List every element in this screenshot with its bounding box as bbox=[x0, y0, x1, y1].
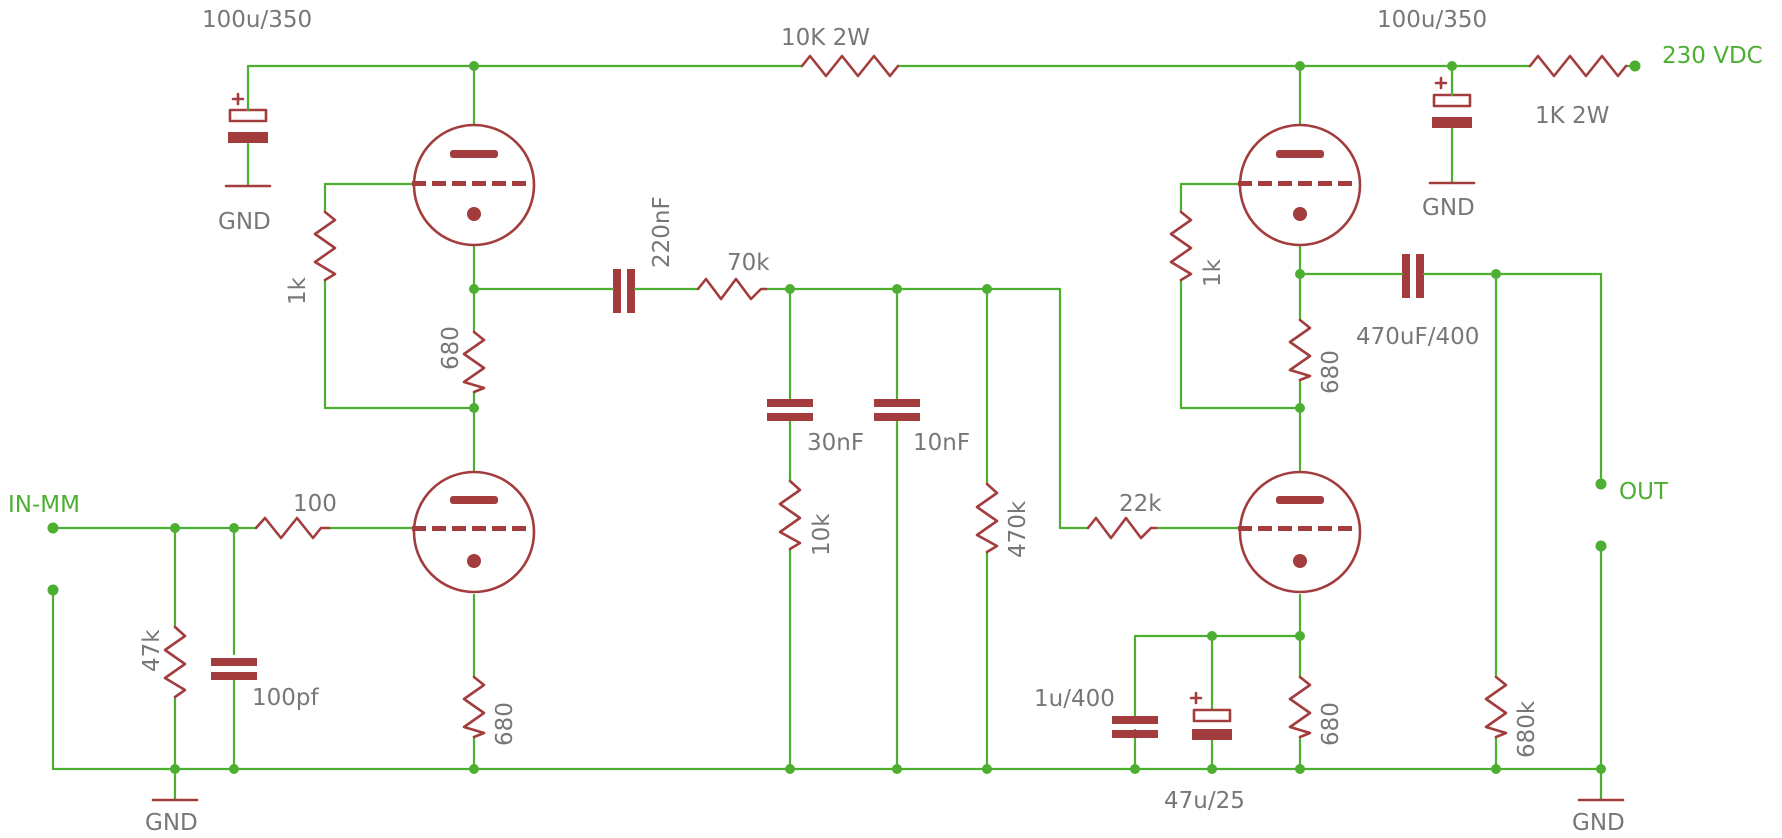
junction-dot bbox=[469, 284, 479, 294]
junction-dot bbox=[1295, 61, 1305, 71]
net-label-output: OUT bbox=[1619, 479, 1669, 505]
terminal-in-return bbox=[47, 584, 59, 596]
capacitor-100pf bbox=[211, 658, 257, 680]
terminal-in-hot bbox=[47, 522, 59, 534]
terminal-out bbox=[1595, 478, 1607, 490]
junctions bbox=[47, 60, 1641, 774]
junction-dot bbox=[892, 764, 902, 774]
junction-dot bbox=[982, 284, 992, 294]
label-c-input: 100pf bbox=[252, 685, 319, 711]
capacitor-electrolytic-supply-left bbox=[228, 92, 268, 143]
label-c-cathode-film: 1u/400 bbox=[1034, 686, 1115, 712]
junction-dot bbox=[1130, 764, 1140, 774]
label-r-grid-v4: 1k bbox=[1200, 258, 1226, 287]
label-r-riaa-shunt: 10k bbox=[809, 513, 835, 556]
label-r-riaa: 70k bbox=[727, 250, 770, 276]
capacitor-470uf bbox=[1388, 254, 1434, 298]
resistor-680k bbox=[1484, 675, 1508, 739]
junction-dot bbox=[1207, 631, 1217, 641]
resistor-10k-2w bbox=[800, 54, 900, 78]
terminal-out-return bbox=[1595, 540, 1607, 552]
label-c-supply-right: 100u/350 bbox=[1377, 7, 1487, 33]
label-c-cathode-elec: 47u/25 bbox=[1164, 788, 1245, 814]
label-r-cathode-v4: 680 bbox=[1318, 350, 1344, 394]
resistor-100 bbox=[254, 516, 331, 540]
junction-dot bbox=[1207, 764, 1217, 774]
label-r-grid-leak: 470k bbox=[1005, 500, 1031, 558]
junction-dot bbox=[229, 764, 239, 774]
ground-label: GND bbox=[1422, 195, 1475, 221]
label-c-output: 470uF/400 bbox=[1356, 324, 1479, 350]
junction-dot bbox=[982, 764, 992, 774]
label-r-grid-v2: 1k bbox=[285, 276, 311, 305]
ground-label: GND bbox=[1572, 810, 1625, 836]
junction-dot bbox=[1295, 403, 1305, 413]
resistor-1k-2w bbox=[1528, 54, 1628, 78]
tube-v1 bbox=[412, 470, 536, 594]
resistor-680-v2-cathode bbox=[462, 330, 486, 394]
resistor-1k-v2-grid bbox=[313, 210, 337, 282]
junction-dot bbox=[1596, 764, 1606, 774]
tube-v3 bbox=[1238, 470, 1362, 594]
label-c-supply-left: 100u/350 bbox=[202, 7, 312, 33]
resistor-680-v3-cathode bbox=[1288, 675, 1312, 739]
label-c-riaa-2: 10nF bbox=[913, 430, 970, 456]
net-label-input: IN-MM bbox=[8, 492, 80, 518]
label-r-cathode-v2: 680 bbox=[438, 326, 464, 370]
junction-dot bbox=[1295, 269, 1305, 279]
ground-label: GND bbox=[218, 209, 271, 235]
label-r-input-load: 47k bbox=[139, 629, 165, 672]
net-label-supply: 230 VDC bbox=[1662, 43, 1763, 69]
tube-v2 bbox=[412, 123, 536, 247]
label-c-riaa-1: 30nF bbox=[807, 430, 864, 456]
junction-dot bbox=[469, 403, 479, 413]
resistor-47k bbox=[163, 625, 187, 699]
label-r-grid-stopper-2: 22k bbox=[1119, 491, 1162, 517]
junction-dot bbox=[469, 764, 479, 774]
junction-dot bbox=[785, 284, 795, 294]
capacitor-electrolytic-47u bbox=[1189, 691, 1232, 740]
resistor-22k bbox=[1086, 516, 1158, 540]
resistor-1k-v4-grid bbox=[1169, 210, 1193, 282]
junction-dot bbox=[785, 764, 795, 774]
capacitor-30nf bbox=[767, 399, 813, 421]
resistor-680-v4-cathode bbox=[1288, 318, 1312, 382]
ground-label: GND bbox=[145, 810, 198, 836]
label-r-grid-stopper-in: 100 bbox=[293, 491, 337, 517]
resistor-70k bbox=[696, 277, 768, 301]
junction-dot bbox=[1491, 764, 1501, 774]
junction-dot bbox=[892, 284, 902, 294]
junction-dot bbox=[229, 523, 239, 533]
junction-dot bbox=[1295, 631, 1305, 641]
junction-dot bbox=[1447, 61, 1457, 71]
resistor-470k bbox=[975, 482, 999, 554]
label-r-output-load: 680k bbox=[1514, 700, 1540, 758]
wires bbox=[51, 64, 1637, 802]
junction-dot bbox=[469, 61, 479, 71]
label-r-supply-link: 10K 2W bbox=[781, 25, 870, 51]
resistor-10k-riaa bbox=[778, 479, 802, 551]
label-r-supply-feed: 1K 2W bbox=[1535, 103, 1609, 129]
label-c-coupling-1: 220nF bbox=[649, 196, 675, 268]
capacitor-1u-400 bbox=[1112, 716, 1158, 738]
capacitor-electrolytic-supply-right bbox=[1432, 76, 1472, 128]
junction-dot bbox=[1491, 269, 1501, 279]
capacitor-10nf bbox=[874, 399, 920, 421]
tube-v4 bbox=[1238, 123, 1362, 247]
capacitor-220nf bbox=[600, 269, 648, 313]
junction-dot bbox=[170, 764, 180, 774]
resistor-680-v1-cathode bbox=[462, 675, 486, 739]
labels: IN-MM OUT 230 VDC GND GND GND GND 100u/3… bbox=[8, 7, 1763, 836]
terminal-supply bbox=[1629, 60, 1641, 72]
junction-dot bbox=[1295, 764, 1305, 774]
junction-dot bbox=[170, 523, 180, 533]
label-r-cathode-v1: 680 bbox=[492, 702, 518, 746]
label-r-cathode-v3: 680 bbox=[1318, 702, 1344, 746]
